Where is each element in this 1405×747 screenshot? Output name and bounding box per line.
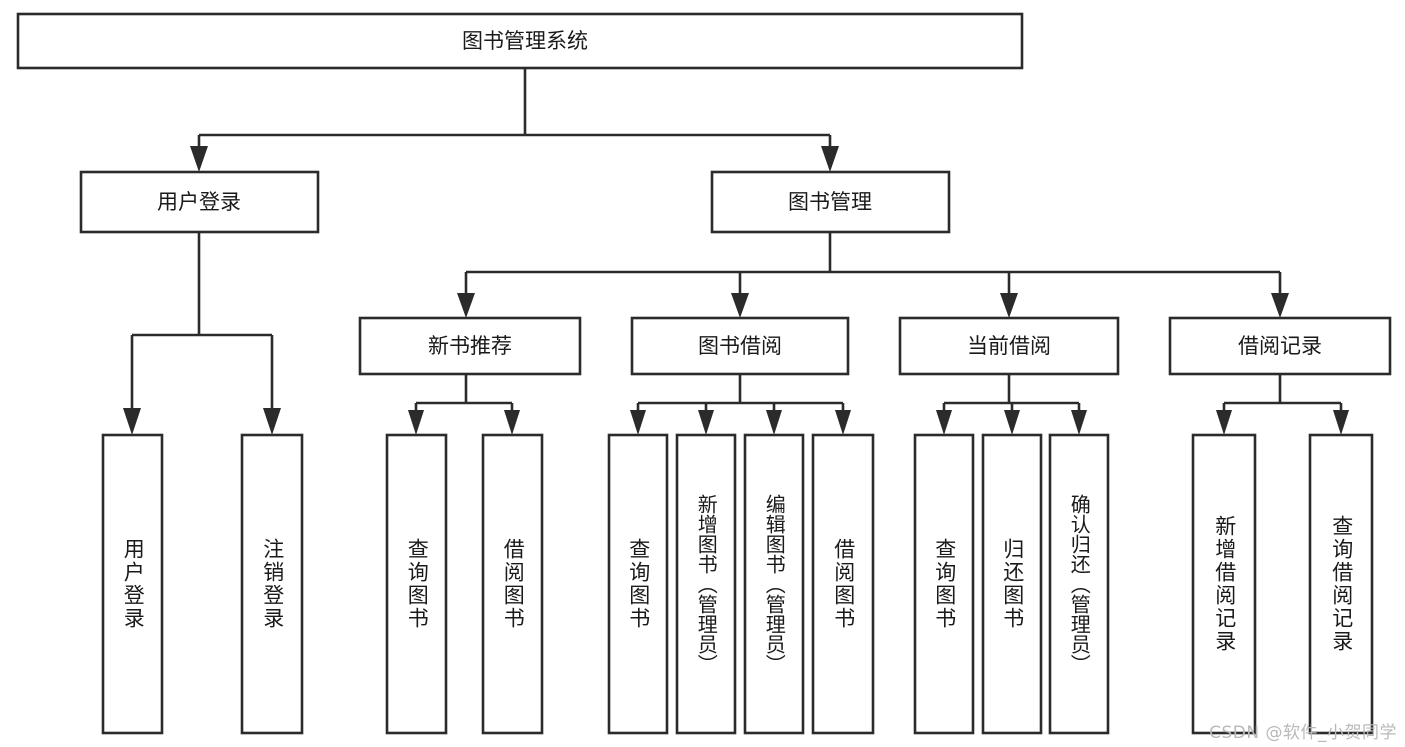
leaf-box-user-login[interactable] (101, 433, 164, 735)
node-box-new-book-recommend[interactable] (358, 316, 582, 376)
arrow-head-leaf-edit-book (766, 410, 782, 435)
arrow-head-leaf-confirm-return (1071, 410, 1087, 435)
arrow-head-book-mgmt (821, 146, 839, 172)
arrow-head-leaf-user-login (123, 408, 141, 435)
label-borrow-record: 借阅记录 (1238, 334, 1322, 358)
arrow-head-leaf-query-book-2 (630, 410, 646, 435)
leaf-box-borrow-book-1[interactable] (481, 433, 544, 735)
arrow-head-leaf-borrow-book-1 (504, 410, 520, 435)
leaf-box-logout[interactable] (240, 433, 304, 735)
node-boxes (16, 12, 1392, 735)
arrow-head-leaf-borrow-book-2 (835, 410, 851, 435)
leaf-box-query-book-2[interactable] (607, 433, 669, 735)
leaf-box-return-book[interactable] (981, 433, 1043, 735)
arrow-head-new-book (457, 293, 475, 318)
arrow-head-leaf-logout (263, 408, 281, 435)
connectors (123, 68, 1349, 435)
leaf-box-add-book[interactable] (675, 433, 737, 735)
arrow-head-leaf-return-book (1004, 410, 1020, 435)
label-current-borrow: 当前借阅 (967, 334, 1051, 358)
arrow-head-leaf-query-book-1 (408, 410, 424, 435)
leaf-box-query-book-1[interactable] (385, 433, 448, 735)
node-box-borrow-record[interactable] (1168, 316, 1392, 376)
label-new-book-recommend: 新书推荐 (428, 334, 512, 358)
label-book-borrow: 图书借阅 (698, 334, 782, 358)
arrow-head-leaf-add-record (1216, 410, 1232, 435)
label-root: 图书管理系统 (462, 29, 588, 53)
node-box-book-borrow[interactable] (630, 316, 850, 376)
label-user-login: 用户登录 (157, 190, 241, 214)
arrow-head-book-borrow (731, 293, 749, 318)
node-labels: 图书管理系统 用户登录 图书管理 新书推荐 图书借阅 当前借阅 借阅记录 (157, 29, 1322, 358)
leaf-box-add-borrow-record[interactable] (1191, 433, 1257, 735)
arrow-head-borrow-record (1271, 293, 1289, 318)
arrow-head-leaf-query-record (1333, 410, 1349, 435)
leaf-box-query-book-3[interactable] (913, 433, 975, 735)
leaf-box-confirm-return[interactable] (1048, 433, 1110, 735)
node-box-current-borrow[interactable] (898, 316, 1120, 376)
node-box-root[interactable] (16, 12, 1024, 70)
arrow-head-leaf-query-book-3 (936, 410, 952, 435)
leaf-box-borrow-book-2[interactable] (811, 433, 875, 735)
leaf-box-query-borrow-record[interactable] (1308, 433, 1374, 735)
arrow-head-leaf-add-book (698, 410, 714, 435)
arrow-head-current-borrow (1000, 293, 1018, 318)
node-box-user-login[interactable] (79, 170, 320, 234)
label-book-management: 图书管理 (788, 190, 872, 214)
leaf-box-edit-book[interactable] (743, 433, 805, 735)
node-box-book-management[interactable] (710, 170, 951, 234)
csdn-watermark: CSDN @软件_小贺同学 (1209, 723, 1397, 743)
arrow-head-user-login (190, 146, 208, 172)
